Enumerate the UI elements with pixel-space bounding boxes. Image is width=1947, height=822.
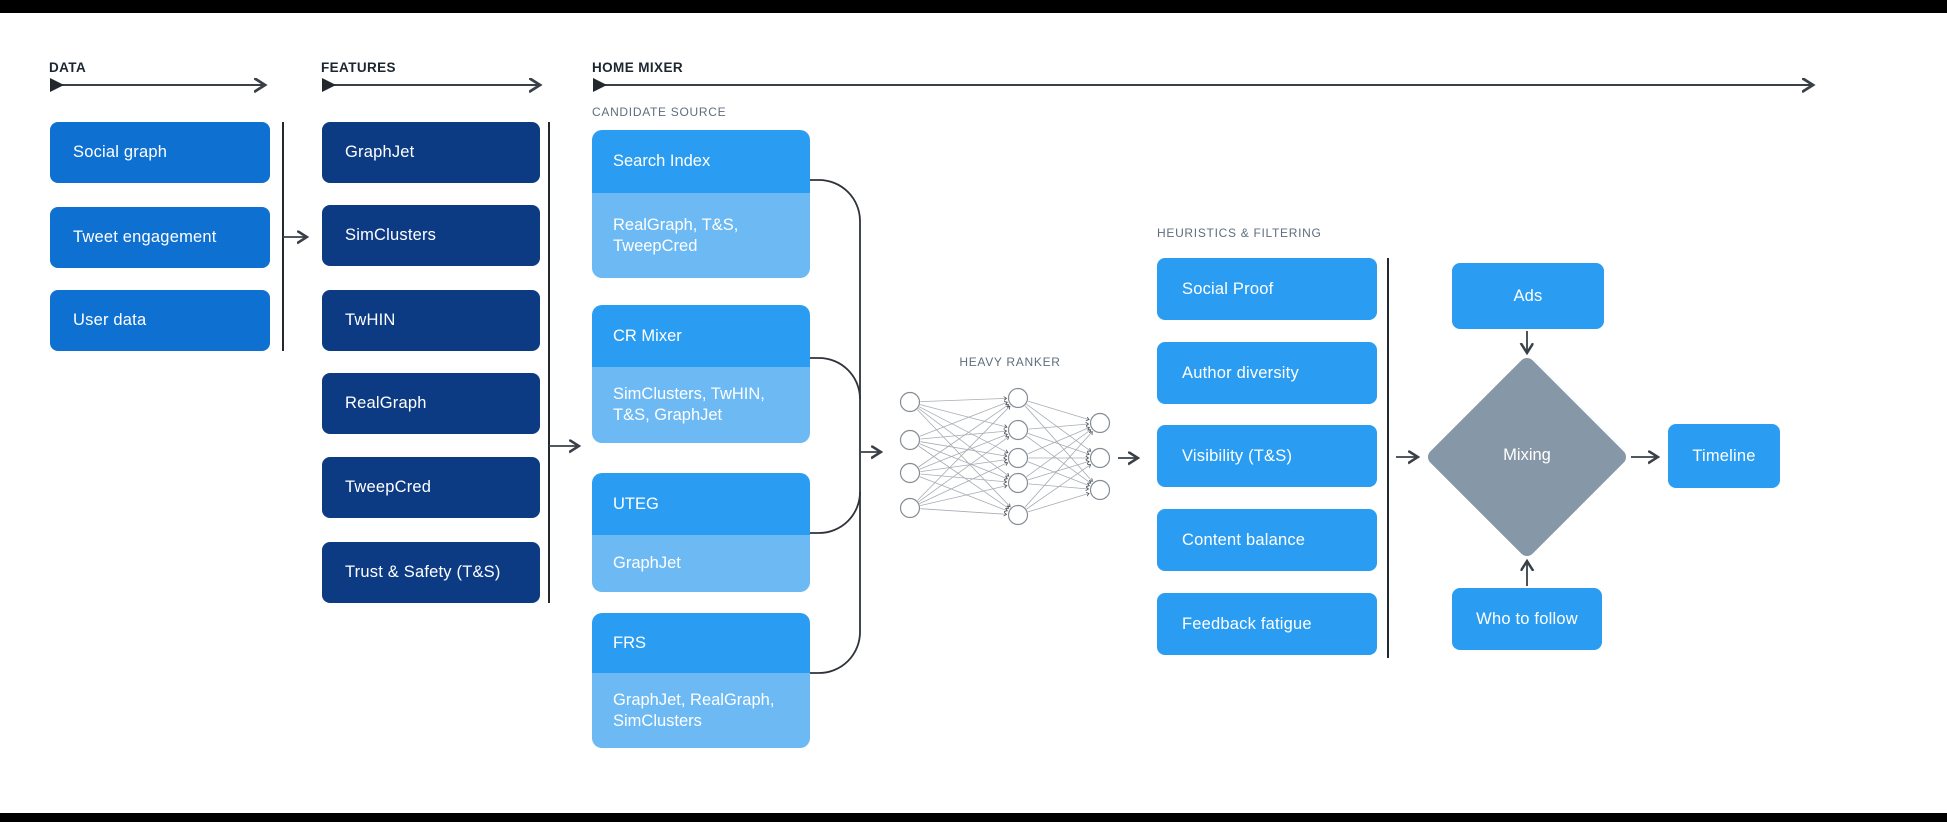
candidate-source-label: CANDIDATE SOURCE xyxy=(592,105,727,119)
candidate-name: Search Index xyxy=(592,130,810,193)
feature-box-graphjet: GraphJet xyxy=(322,122,540,183)
candidate-box-frs: FRS GraphJet, RealGraph, SimClusters xyxy=(592,613,810,748)
flow-arrows xyxy=(283,237,1657,586)
timeline-box: Timeline xyxy=(1668,424,1780,488)
mixing-label: Mixing xyxy=(1503,446,1551,464)
candidate-name: FRS xyxy=(592,613,810,673)
feature-box-realgraph: RealGraph xyxy=(322,373,540,434)
feature-box-simclusters: SimClusters xyxy=(322,205,540,266)
heuristic-box-social-proof: Social Proof xyxy=(1157,258,1377,320)
candidate-name: CR Mixer xyxy=(592,305,810,367)
candidate-features: RealGraph, T&S, TweepCred xyxy=(592,193,810,278)
heavy-ranker-label: HEAVY RANKER xyxy=(959,355,1061,369)
ads-box: Ads xyxy=(1452,263,1604,329)
candidate-features: GraphJet, RealGraph, SimClusters xyxy=(592,673,810,748)
feature-box-trust-safety: Trust & Safety (T&S) xyxy=(322,542,540,603)
feature-box-twhin: TwHIN xyxy=(322,290,540,351)
bottom-black-bar xyxy=(0,813,1947,822)
candidate-box-cr-mixer: CR Mixer SimClusters, TwHIN, T&S, GraphJ… xyxy=(592,305,810,443)
heuristic-box-feedback-fatigue: Feedback fatigue xyxy=(1157,593,1377,655)
candidate-features: SimClusters, TwHIN, T&S, GraphJet xyxy=(592,367,810,443)
candidate-features: GraphJet xyxy=(592,535,810,592)
candidate-merge-bracket xyxy=(810,179,861,674)
feature-box-tweepcred: TweepCred xyxy=(322,457,540,518)
top-black-bar xyxy=(0,0,1947,13)
heuristic-box-author-diversity: Author diversity xyxy=(1157,342,1377,404)
data-box-tweet-engagement: Tweet engagement xyxy=(50,207,270,268)
who-to-follow-box: Who to follow xyxy=(1452,588,1602,650)
candidate-box-search-index: Search Index RealGraph, T&S, TweepCred xyxy=(592,130,810,278)
heuristics-filtering-label: HEURISTICS & FILTERING xyxy=(1157,226,1322,240)
candidate-name: UTEG xyxy=(592,473,810,535)
data-box-user-data: User data xyxy=(50,290,270,351)
neural-network-graphic xyxy=(899,387,1111,526)
data-box-social-graph: Social graph xyxy=(50,122,270,183)
heuristic-box-visibility: Visibility (T&S) xyxy=(1157,425,1377,487)
section-header-data: DATA xyxy=(49,60,87,75)
mixing-diamond xyxy=(1428,358,1626,556)
section-header-home-mixer: HOME MIXER xyxy=(592,60,684,75)
heuristic-box-content-balance: Content balance xyxy=(1157,509,1377,571)
section-header-features: FEATURES xyxy=(321,60,396,75)
candidate-box-uteg: UTEG GraphJet xyxy=(592,473,810,592)
